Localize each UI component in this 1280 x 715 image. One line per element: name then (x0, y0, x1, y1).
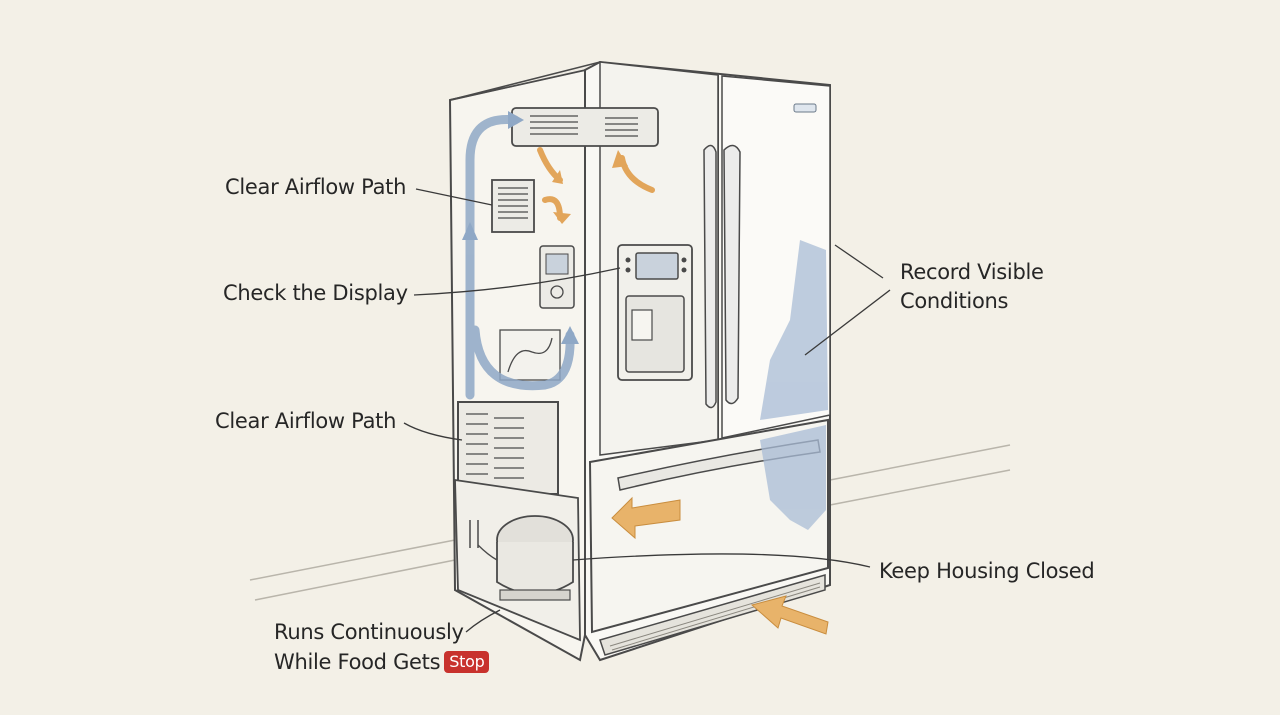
dispenser-panel (617, 244, 693, 381)
label-conditions-line2: Conditions (900, 289, 1009, 313)
frost-patch (760, 240, 828, 530)
label-housing: Keep Housing Closed (879, 559, 1095, 583)
compressor (469, 515, 574, 601)
leader-lines (403, 188, 891, 633)
side-vent (491, 179, 535, 233)
evaporator-coil (499, 329, 561, 381)
condenser-box (457, 401, 559, 495)
warm-arrows-large (611, 496, 829, 635)
label-runs-line1: Runs Continuously (274, 620, 464, 644)
label-check-display: Check the Display (223, 281, 408, 305)
top-vent (511, 107, 659, 147)
label-airflow-bottom: Clear Airflow Path (215, 409, 397, 433)
right-door-handle (723, 144, 741, 405)
label-conditions: Record Visible Conditions (900, 258, 1044, 316)
cold-airflow (465, 115, 575, 400)
stop-badge: Stop (444, 651, 490, 673)
label-conditions-line1: Record Visible (900, 260, 1044, 284)
floor-lines (249, 444, 1011, 601)
label-runs-line2-text: While Food Gets (274, 650, 441, 674)
control-unit (539, 245, 575, 309)
brand-badge (793, 103, 817, 113)
warm-arrowheads (552, 150, 628, 224)
left-door-handle (703, 144, 717, 409)
label-airflow-top: Clear Airflow Path (225, 175, 407, 199)
cold-arrowheads (462, 111, 579, 344)
